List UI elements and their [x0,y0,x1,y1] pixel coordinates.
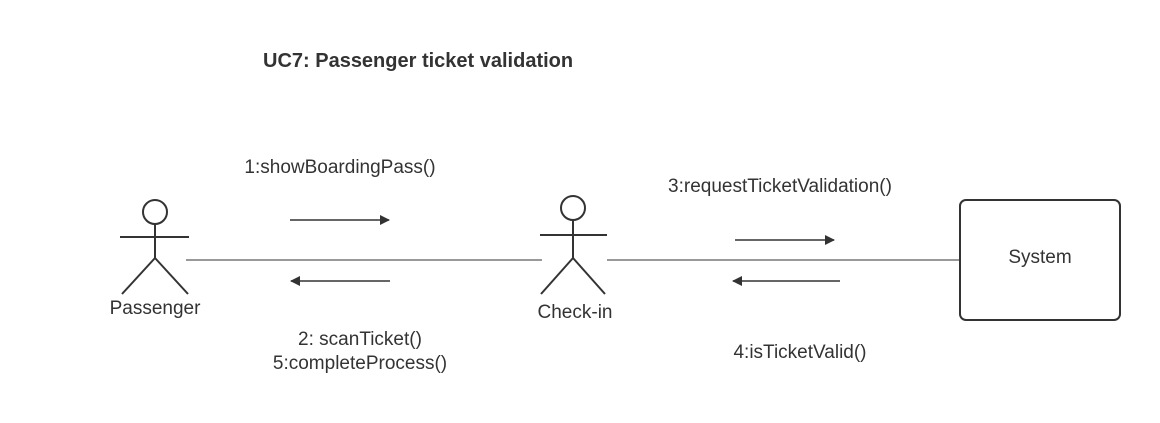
checkin-actor-figure [540,195,607,295]
passenger-right-leg [154,257,189,295]
passenger-left-leg [121,257,156,295]
passenger-head [142,199,168,225]
checkin-head [560,195,586,221]
message-show-boarding-pass: 1:showBoardingPass() [244,157,436,178]
system-label: System [1008,247,1072,268]
passenger-actor-figure [120,199,189,295]
message-complete-process: 5:completeProcess() [272,353,448,374]
message-is-ticket-valid: 4:isTicketValid() [733,342,867,363]
checkin-right-leg [572,257,606,295]
checkin-label: Check-in [537,302,613,323]
passenger-label: Passenger [109,298,201,319]
message-request-validation: 3:requestTicketValidation() [668,176,892,197]
diagram-title: UC7: Passenger ticket validation [263,50,574,72]
message-group-passenger-return: 2: scanTicket() 5:completeProcess() [273,328,447,376]
checkin-left-leg [540,257,574,295]
message-scan-ticket: 2: scanTicket() [298,329,422,350]
